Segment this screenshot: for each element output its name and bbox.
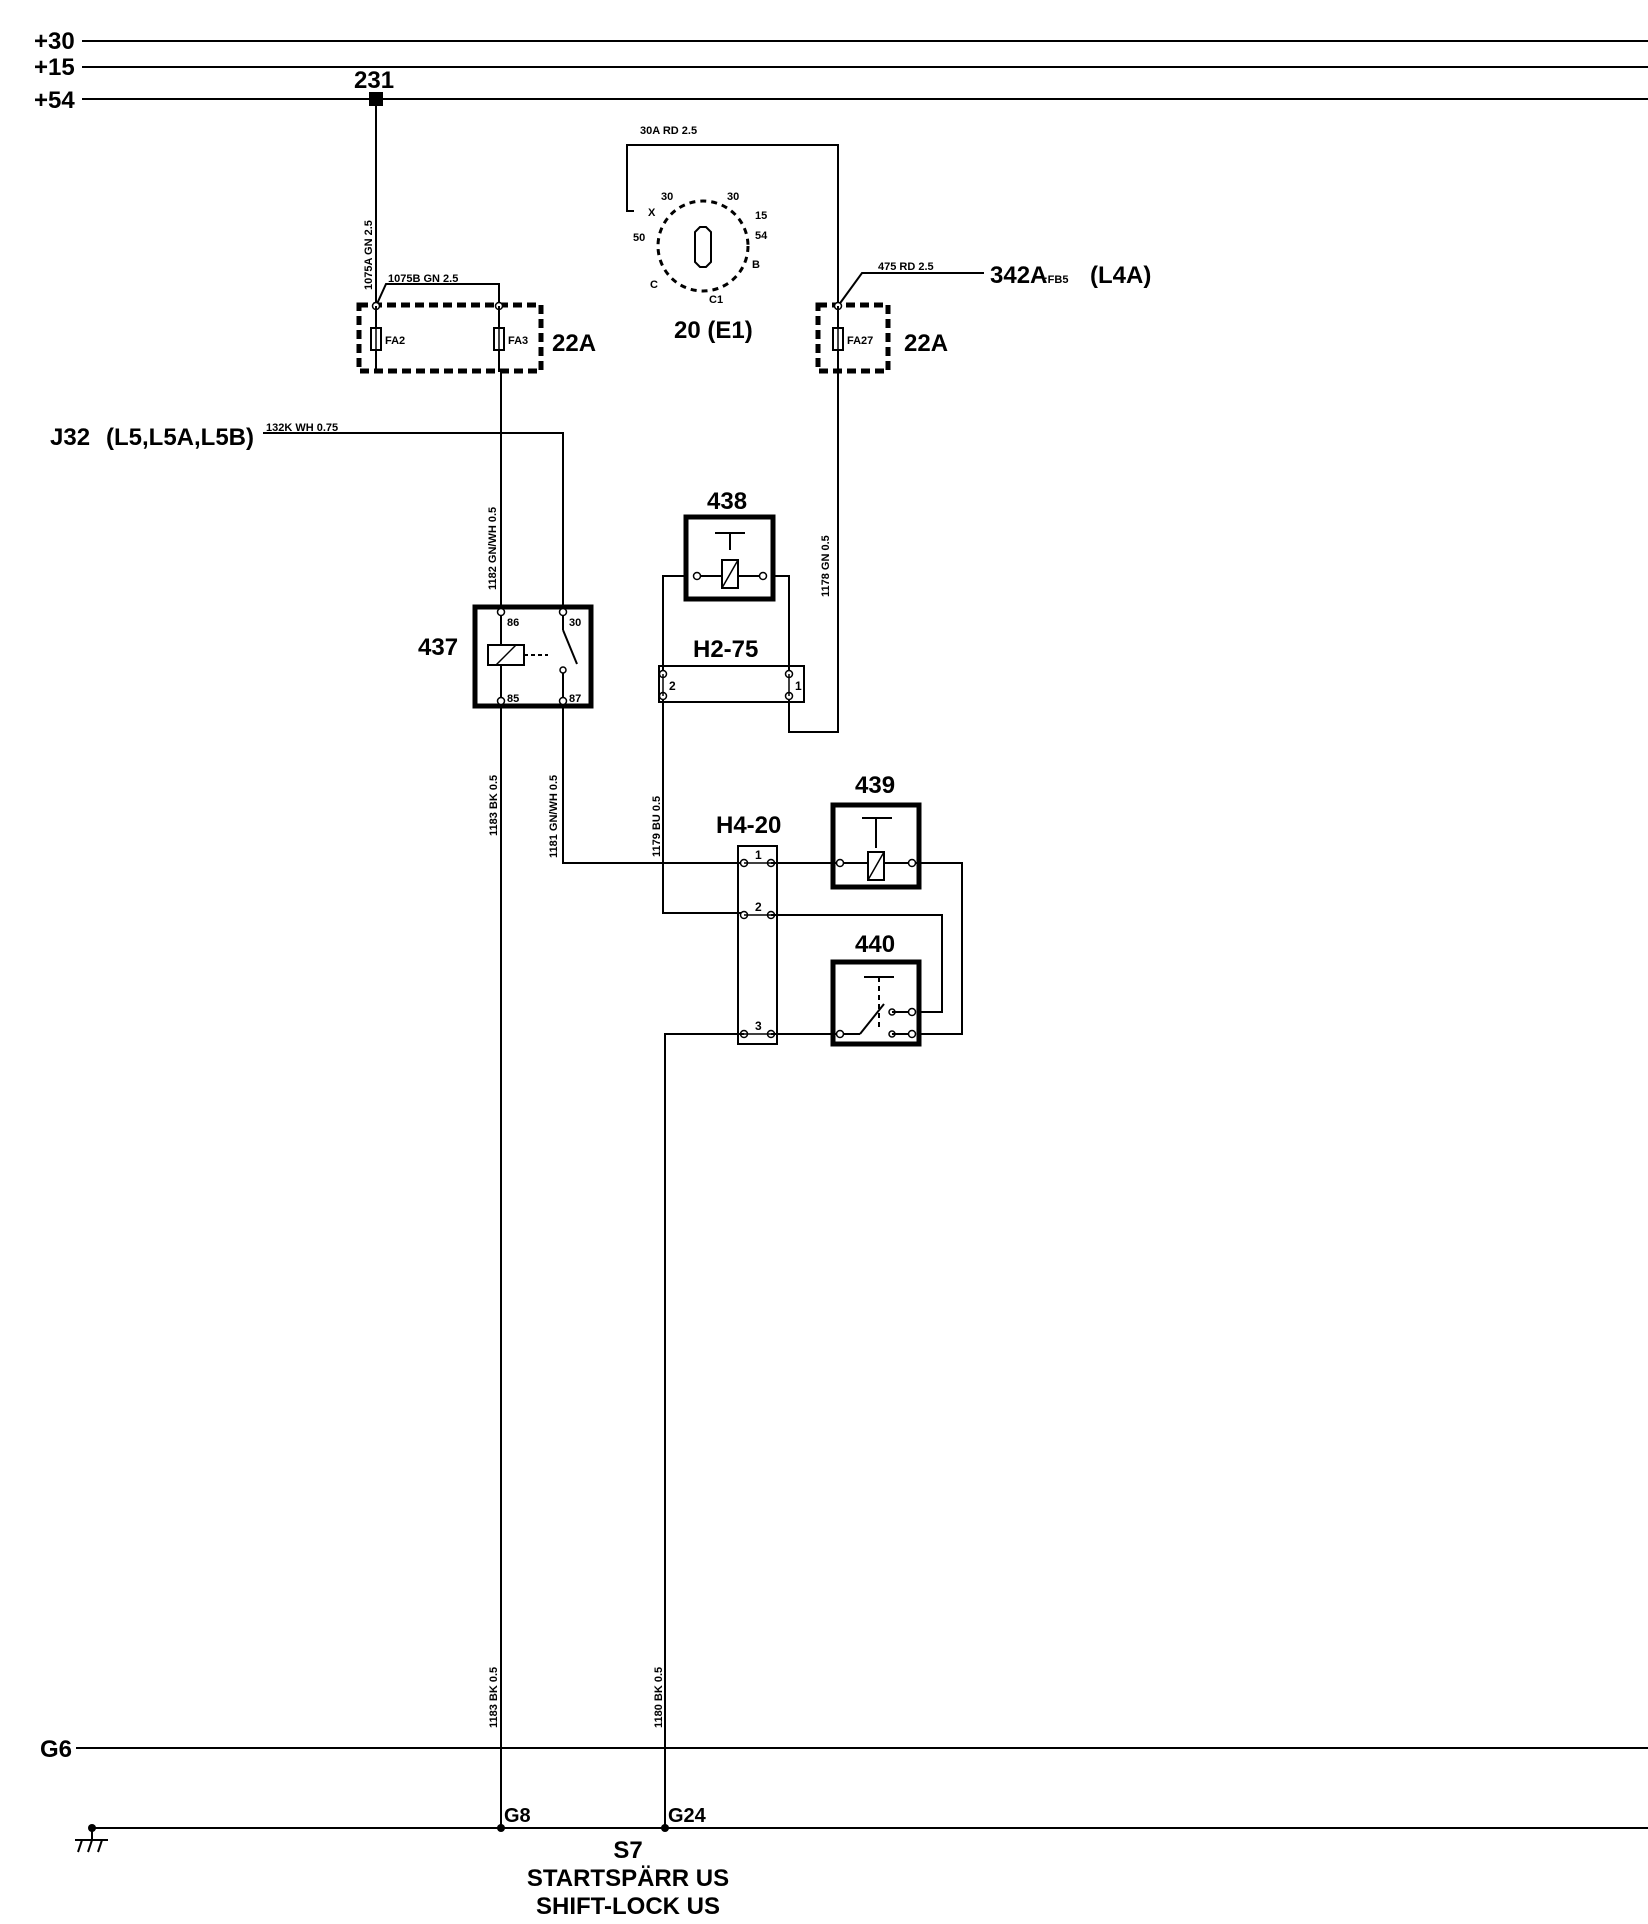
wire-1179-label: 1179 BU 0.5 [651, 796, 663, 857]
component-439: 439 [830, 772, 922, 890]
ign-pin-b: B [752, 259, 760, 271]
ref-342a-label: 342A [990, 262, 1047, 289]
fusebox-right-rating: 22A [904, 330, 948, 357]
h2-pin-1: 1 [795, 679, 802, 693]
connector-h2-75: H2-75 2 1 [658, 636, 805, 703]
ground-g24-label: G24 [668, 1805, 707, 1827]
h4-pin-3: 3 [755, 1019, 762, 1033]
fusebox-left-rating: 22A [552, 330, 596, 357]
component-440-label: 440 [855, 931, 895, 958]
component-439-label: 439 [855, 772, 895, 799]
ign-pin-x: X [648, 207, 656, 219]
footer-line2: SHIFT-LOCK US [536, 1893, 720, 1920]
relay-pin-30: 30 [569, 617, 581, 629]
fuse-fa2-label: FA2 [385, 335, 405, 347]
splice-231: 231 1075A GN 2.5 [354, 67, 394, 306]
component-438: 438 [662, 488, 790, 670]
fusebox-right: 475 RD 2.5 342A :FB5 (L4A) FA27 22A [815, 261, 1151, 374]
fusebox-left: 1075B GN 2.5 FA2 FA3 22A [356, 273, 596, 374]
wire-1182-label: 1182 GN/WH 0.5 [487, 507, 499, 590]
h4-pin-1: 1 [755, 848, 762, 862]
relay-pin-87: 87 [569, 693, 581, 705]
relay-437: 437 86 30 85 87 [418, 604, 594, 709]
rail-plus30-label: +30 [34, 28, 75, 55]
component-440: 440 [830, 931, 922, 1047]
h4-pin-2: 2 [755, 900, 762, 914]
footer-line1: STARTSPÄRR US [527, 1865, 729, 1892]
diagram-footer: S7 STARTSPÄRR US SHIFT-LOCK US [527, 1837, 729, 1920]
footer-code: S7 [613, 1837, 642, 1864]
ref-342a-location: (L4A) [1090, 262, 1151, 289]
ground-symbol-icon [75, 1828, 108, 1853]
ref-342a-sub: :FB5 [1044, 274, 1068, 286]
rail-plus54-label: +54 [34, 87, 75, 114]
ign-pin-54: 54 [755, 230, 768, 242]
splice-231-label: 231 [354, 67, 394, 94]
wire-1183b-label: 1183 BK 0.5 [488, 1667, 500, 1728]
wire-1181-label: 1181 GN/WH 0.5 [548, 775, 560, 858]
connector-h2-75-label: H2-75 [693, 636, 758, 663]
g6-rail: G6 [40, 1736, 1648, 1763]
j32-label: J32 [50, 424, 90, 451]
ground-g8-label: G8 [504, 1805, 531, 1827]
wire-475-label: 475 RD 2.5 [878, 261, 934, 273]
wire-1075b-label: 1075B GN 2.5 [388, 273, 458, 285]
wire-1075a-label: 1075A GN 2.5 [363, 220, 375, 290]
ign-pin-50: 50 [633, 232, 645, 244]
ignition-switch-20: 30A RD 2.5 X 30 30 15 50 54 B C C1 20 (E… [626, 125, 839, 344]
wire-132k-label: 132K WH 0.75 [266, 422, 338, 434]
fuse-fa3-label: FA3 [508, 335, 528, 347]
ignition-switch-label: 20 (E1) [674, 317, 753, 344]
connector-h4-20-label: H4-20 [716, 812, 781, 839]
ign-pin-c: C [650, 279, 658, 291]
j32-location: (L5,L5A,L5B) [106, 424, 254, 451]
relay-pin-85: 85 [507, 693, 519, 705]
component-438-label: 438 [707, 488, 747, 515]
wire-1180-label: 1180 BK 0.5 [653, 1667, 665, 1728]
wire-30a-label: 30A RD 2.5 [640, 125, 697, 137]
rail-plus15-label: +15 [34, 54, 75, 81]
relay-pin-86: 86 [507, 617, 519, 629]
j32-input: J32 (L5,L5A,L5B) 132K WH 0.75 [50, 422, 564, 612]
ign-pin-c1: C1 [709, 294, 723, 306]
connector-h4-20: H4-20 1 2 3 [716, 812, 781, 1045]
ground-rail: G8 G24 [75, 1805, 1648, 1853]
wire-1183a-label: 1183 BK 0.5 [488, 775, 500, 836]
ign-pin-30a: 30 [661, 191, 673, 203]
ign-pin-15: 15 [755, 210, 767, 222]
rail-g6-label: G6 [40, 1736, 72, 1763]
h2-pin-2: 2 [669, 679, 676, 693]
relay-437-label: 437 [418, 634, 458, 661]
fuse-fa27-label: FA27 [847, 335, 873, 347]
wire-1178-label: 1178 GN 0.5 [820, 535, 832, 597]
ign-pin-30b: 30 [727, 191, 739, 203]
power-rails: +30 +15 +54 [34, 28, 1648, 114]
